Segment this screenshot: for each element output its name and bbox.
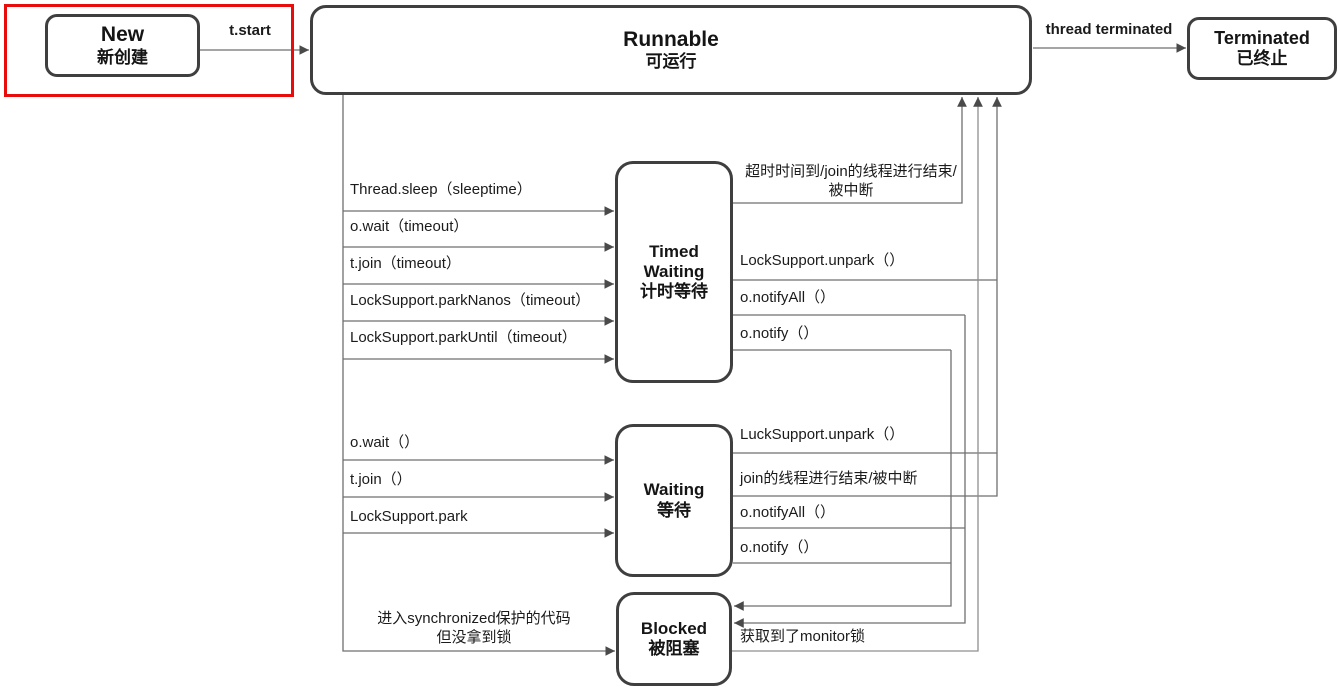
- state-runnable-title: Runnable: [623, 27, 719, 51]
- state-timed-waiting-title-line2: Waiting: [643, 261, 705, 281]
- state-blocked: Blocked 被阻塞: [616, 592, 732, 686]
- edge-blocked-to-runnable: [732, 97, 983, 652]
- edge-unpark-join-to-runnable: [733, 97, 1002, 497]
- edge-label-locksupport-park: LockSupport.park: [350, 508, 468, 525]
- edge-label-t-start: t.start: [229, 22, 271, 39]
- edge-label-owait-timeout: o.wait（timeout）: [350, 218, 469, 235]
- edge-notify-to-blocked: [733, 349, 952, 611]
- edge-label-thread-terminated: thread terminated: [1045, 21, 1173, 38]
- state-runnable-subtitle: 可运行: [645, 52, 697, 72]
- edge-label-enter-synchronized: 进入synchronized保护的代码 但没拿到锁: [348, 610, 600, 648]
- edge-label-got-monitor-lock: 获取到了monitor锁: [740, 628, 866, 645]
- state-waiting-title: Waiting: [643, 480, 705, 500]
- edge-label-timeout-join-end-line1: 超时时间到/join的线程进行结束/: [745, 163, 957, 180]
- state-timed-waiting-title-line1: Timed: [649, 241, 699, 261]
- edge-label-waiting-notify: o.notify（）: [740, 539, 819, 556]
- edges-runnable-to-waiting: [343, 455, 614, 538]
- edge-label-lucksupport-unpark: LuckSupport.unpark（）: [740, 426, 905, 443]
- edge-label-enter-synchronized-line2: 但没拿到锁: [436, 628, 512, 646]
- state-runnable: Runnable 可运行: [310, 5, 1032, 95]
- state-waiting-subtitle: 等待: [657, 500, 691, 520]
- edge-runnable-to-blocked: [342, 95, 615, 656]
- edge-label-timed-notifyall: o.notifyAll（）: [740, 289, 836, 306]
- state-blocked-subtitle: 被阻塞: [648, 639, 700, 658]
- edge-label-timed-notify: o.notify（）: [740, 325, 819, 342]
- edge-label-locksupport-unpark: LockSupport.unpark（）: [740, 252, 905, 269]
- edge-label-parknanos: LockSupport.parkNanos（timeout）: [350, 292, 591, 309]
- edge-label-tjoin: t.join（）: [350, 471, 412, 488]
- state-new: New 新创建: [45, 14, 200, 77]
- edge-label-parkuntil: LockSupport.parkUntil（timeout）: [350, 329, 577, 346]
- edge-label-enter-synchronized-line1: 进入synchronized保护的代码: [377, 610, 571, 627]
- edge-label-tjoin-timeout: t.join（timeout）: [350, 255, 461, 272]
- edge-label-timeout-join-end-line2: 被中断: [828, 181, 874, 199]
- state-timed-waiting: Timed Waiting 计时等待: [615, 161, 733, 383]
- edge-label-join-end: join的线程进行结束/被中断: [740, 470, 918, 487]
- state-new-subtitle: 新创建: [97, 47, 148, 67]
- edge-label-owait: o.wait（）: [350, 434, 420, 451]
- edge-label-thread-sleep: Thread.sleep（sleeptime）: [350, 181, 532, 198]
- state-blocked-title: Blocked: [640, 618, 708, 638]
- state-timed-waiting-subtitle: 计时等待: [640, 282, 708, 302]
- state-terminated-title: Terminated: [1214, 27, 1310, 48]
- edge-label-timeout-join-end: 超时时间到/join的线程进行结束/ 被中断: [737, 163, 965, 201]
- state-terminated-subtitle: 已终止: [1236, 49, 1288, 69]
- state-new-title: New: [100, 23, 145, 47]
- state-waiting: Waiting 等待: [615, 424, 733, 577]
- edge-label-waiting-notifyall: o.notifyAll（）: [740, 504, 836, 521]
- state-terminated: Terminated 已终止: [1187, 17, 1337, 80]
- edge-timed-timeout-to-runnable: [733, 97, 967, 204]
- edge-notifyall-to-blocked: [733, 314, 966, 628]
- edges-runnable-to-timed-waiting: [343, 206, 614, 364]
